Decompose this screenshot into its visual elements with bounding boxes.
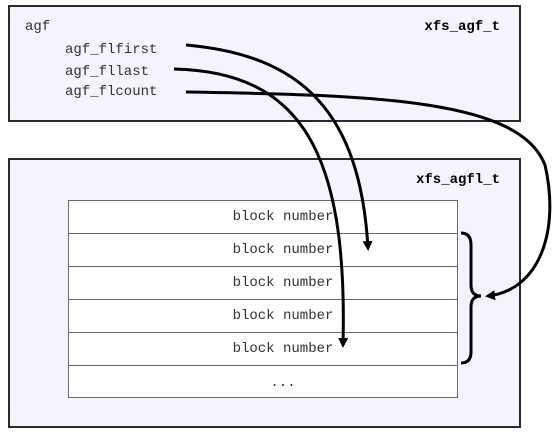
agf-struct-box: agf xfs_agf_t agf_flfirst agf_fllast agf… xyxy=(8,5,521,122)
agf-label: agf xyxy=(25,19,51,35)
block-number-cell: block number xyxy=(232,341,334,357)
table-row: block number xyxy=(69,333,457,366)
table-row: block number xyxy=(69,300,457,333)
block-number-cell: block number xyxy=(232,209,334,225)
field-agf-flfirst: agf_flfirst xyxy=(65,42,158,58)
field-agf-fllast: agf_fllast xyxy=(65,64,150,80)
table-row: ... xyxy=(69,366,457,399)
table-row: block number xyxy=(69,234,457,267)
agf-struct-name: xfs_agf_t xyxy=(424,19,500,35)
agfl-struct-name: xfs_agfl_t xyxy=(415,172,500,188)
ellipsis-cell: ... xyxy=(270,374,296,391)
field-agf-flcount: agf_flcount xyxy=(65,84,158,100)
block-number-cell: block number xyxy=(232,308,334,324)
table-row: block number xyxy=(69,267,457,300)
table-row: block number xyxy=(69,201,457,234)
agfl-block-table: block number block number block number b… xyxy=(68,200,458,398)
block-number-cell: block number xyxy=(232,242,334,258)
block-number-cell: block number xyxy=(232,275,334,291)
